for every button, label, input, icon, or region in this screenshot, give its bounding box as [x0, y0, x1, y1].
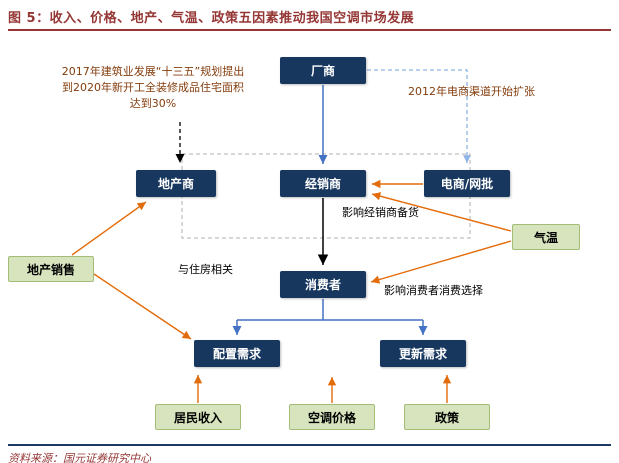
node-policy: 政策: [404, 404, 490, 430]
edge-temperature-consumer: [370, 240, 512, 284]
source-note: 资料来源：国元证券研究中心: [8, 452, 151, 463]
edge-layer: [71, 69, 512, 403]
node-config-demand: 配置需求: [194, 340, 280, 367]
annotation-consumer-choice: 影响消费者消费选择: [384, 284, 483, 297]
node-ecommerce: 电商/网批: [424, 170, 510, 197]
node-resident-income: 居民收入: [155, 404, 241, 430]
annotation-construction-plan-2017: 2017年建筑业发展“十三五”规划提出到2020年新开工全装修成品住宅面积达到3…: [61, 65, 245, 110]
node-renewal-demand: 更新需求: [380, 340, 466, 367]
annotation-ecommerce-2012: 2012年电商渠道开始扩张: [408, 85, 535, 98]
title-divider: [8, 29, 611, 31]
bottom-divider: [8, 444, 611, 446]
edge-propertysales-developer: [71, 201, 147, 256]
edge-propertysales-config: [93, 273, 192, 340]
annotation-housing-related: 与住房相关: [178, 263, 233, 276]
node-developer: 地产商: [136, 170, 216, 197]
node-distributor: 经销商: [280, 170, 366, 197]
figure-title: 图 5：收入、价格、地产、气温、政策五因素推动我国空调市场发展: [8, 11, 415, 26]
node-manufacturer: 厂商: [280, 57, 366, 84]
node-ac-price: 空调价格: [289, 404, 375, 430]
node-property-sales: 地产销售: [8, 256, 94, 282]
annotation-distributor-stocking: 影响经销商备货: [342, 206, 419, 219]
node-consumer: 消费者: [280, 271, 366, 298]
flow-diagram: 厂商 地产商 经销商 电商/网批 消费者 配置需求 更新需求 气温 地产销售 居…: [0, 32, 619, 444]
edge-temperature-distributor: [371, 192, 512, 232]
edge-manufacturer-ecommerce: [367, 69, 471, 163]
edge-consumer-branch: [237, 299, 423, 321]
node-temperature: 气温: [512, 224, 580, 250]
